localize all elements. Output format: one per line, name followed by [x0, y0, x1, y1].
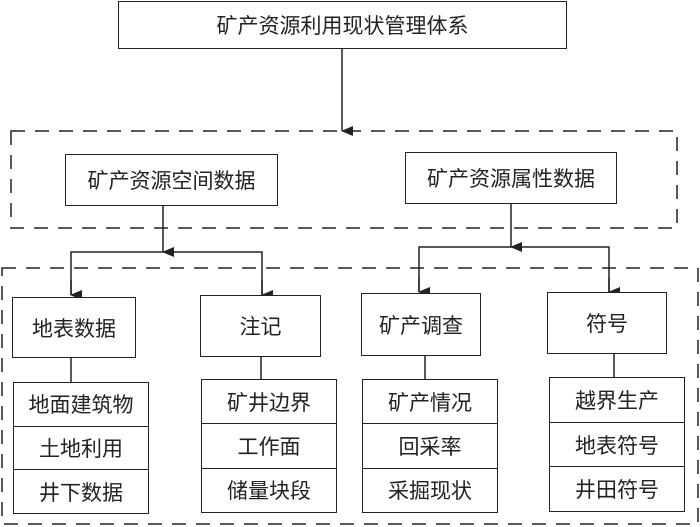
category-label: 地表数据 — [32, 316, 116, 341]
list-item: 矿井边界 — [227, 390, 311, 415]
item-list-annotation: 矿井边界 工作面 储量块段 — [201, 379, 337, 513]
list-item: 工作面 — [202, 423, 336, 467]
root-node: 矿产资源利用现状管理体系 — [118, 1, 567, 49]
list-item: 越界生产 — [575, 388, 659, 413]
group-container-bottom — [1, 267, 699, 525]
branch-attribute — [418, 246, 610, 292]
category-label: 符号 — [586, 312, 628, 336]
category-label: 矿产调查 — [379, 313, 463, 338]
group-container-top — [10, 130, 678, 229]
group-label: 矿产资源空间数据 — [87, 169, 256, 193]
list-item: 回采率 — [363, 423, 497, 467]
list-item: 井下数据 — [14, 469, 148, 513]
list-item: 矿产情况 — [388, 390, 472, 415]
list-item: 储量块段 — [202, 467, 336, 512]
group-node-attribute: 矿产资源属性数据 — [405, 152, 617, 204]
list-item: 井田符号 — [550, 466, 684, 511]
branch-spatial — [70, 251, 263, 295]
category-node-symbol: 符号 — [547, 292, 667, 354]
item-list-surface: 地面建筑物 土地利用 井下数据 — [13, 382, 149, 514]
group-node-spatial: 矿产资源空间数据 — [65, 154, 278, 206]
group-label: 矿产资源属性数据 — [427, 167, 595, 191]
category-label: 注记 — [239, 315, 282, 339]
list-item: 地表符号 — [550, 421, 684, 467]
category-node-surface: 地表数据 — [12, 297, 136, 358]
category-node-survey: 矿产调查 — [361, 293, 481, 356]
list-item: 地面建筑物 — [28, 393, 134, 418]
root-label: 矿产资源利用现状管理体系 — [216, 14, 469, 38]
item-list-survey: 矿产情况 回采率 采掘现状 — [362, 379, 498, 513]
list-item: 采掘现状 — [363, 467, 497, 512]
list-item: 土地利用 — [14, 425, 148, 470]
item-list-symbol: 越界生产 地表符号 井田符号 — [549, 377, 685, 512]
category-node-annotation: 注记 — [200, 295, 321, 357]
